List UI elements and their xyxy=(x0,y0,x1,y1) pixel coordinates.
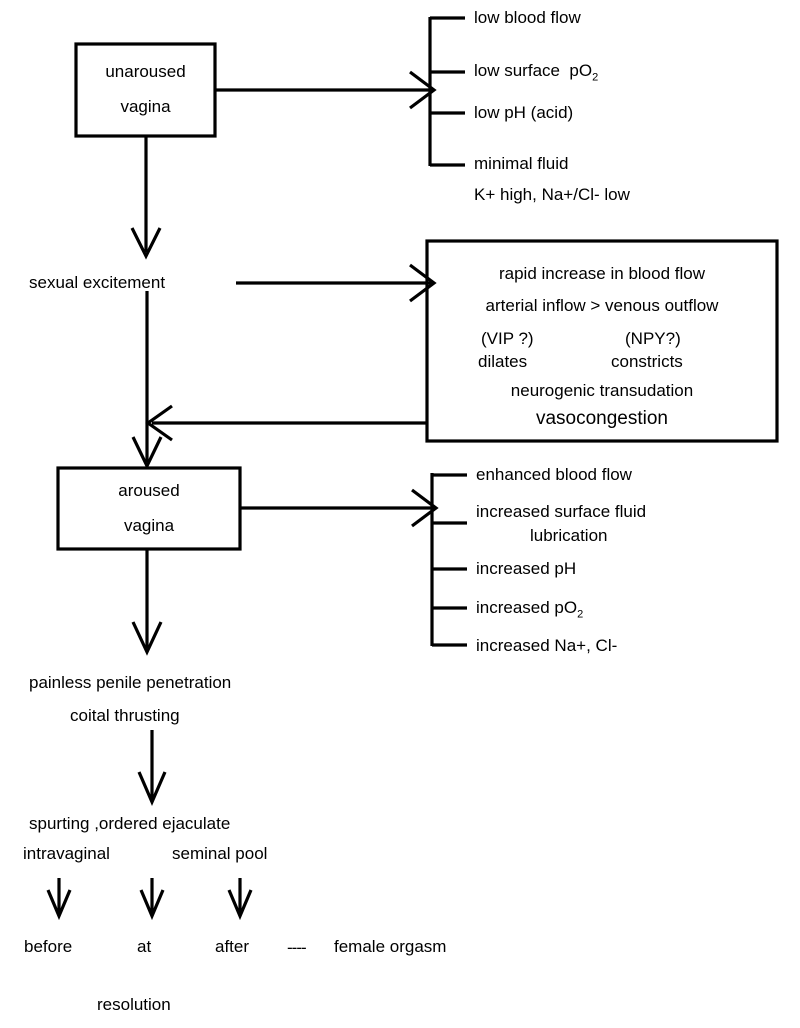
aroused-effect-increased-surface-fluid: increased surface fluid xyxy=(476,502,647,521)
timing-female-orgasm: female orgasm xyxy=(334,937,447,956)
mechanism-constricts-label: constricts xyxy=(611,352,683,371)
stage-painless-penile-penetration: painless penile penetration xyxy=(29,673,232,692)
aroused-effect-increased-po2: increased pO2 xyxy=(476,599,583,620)
aroused-vagina-label-line2: vagina xyxy=(123,516,175,535)
mechanism-line-neurogenic-transudation: neurogenic transudation xyxy=(510,381,694,400)
arrowhead-at xyxy=(139,889,165,921)
arrowhead-unaroused-to-effects xyxy=(409,70,437,110)
stage-coital-thrusting: coital thrusting xyxy=(70,706,180,725)
mechanism-line-arterial-inflow: arterial inflow > venous outflow xyxy=(485,296,719,315)
arrowhead-excitement-to-aroused xyxy=(131,436,163,470)
mechanism-dilates-label: dilates xyxy=(478,352,528,371)
arrowhead-unaroused-to-excitement xyxy=(130,227,162,260)
arrowhead-aroused-to-effects xyxy=(411,488,439,528)
po2-subscript-bottom: 2 xyxy=(577,608,584,621)
mechanism-line-vasocongestion: vasocongestion xyxy=(535,408,669,429)
aroused-effect-increased-na-cl: increased Na+, Cl- xyxy=(476,636,618,655)
unaroused-vagina-label-line1: unaroused xyxy=(105,62,186,81)
timing-at: at xyxy=(137,937,152,956)
arrowhead-thrusting-to-ejaculate xyxy=(137,771,167,807)
aroused-vagina-label-line1: aroused xyxy=(118,481,180,500)
unaroused-effect-low-surface-po2-text: low surface pO xyxy=(474,61,593,80)
unaroused-effect-footnote: K+ high, Na+/Cl- low xyxy=(474,185,630,204)
mechanism-npy-label: (NPY?) xyxy=(625,329,681,348)
orgasm-connector-dashes: ---- xyxy=(287,938,307,957)
timing-after: after xyxy=(215,937,250,956)
unaroused-effect-low-blood-flow: low blood flow xyxy=(474,8,581,27)
unaroused-vagina-box-outline xyxy=(74,42,217,138)
aroused-effect-increased-ph: increased pH xyxy=(476,559,577,578)
stage-spurting-ordered-ejaculate: spurting ,ordered ejaculate xyxy=(29,814,231,833)
unaroused-effect-minimal-fluid: minimal fluid xyxy=(474,154,569,173)
stage-intravaginal: intravaginal xyxy=(23,844,110,863)
arrowhead-aroused-to-penetration xyxy=(131,621,163,656)
arrowhead-mechanism-feedback xyxy=(145,404,173,442)
unaroused-effect-low-surface-po2: low surface pO2 xyxy=(474,62,598,83)
stage-sexual-excitement: sexual excitement xyxy=(29,273,166,292)
aroused-effect-enhanced-blood-flow: enhanced blood flow xyxy=(476,465,632,484)
stage-resolution: resolution xyxy=(97,995,171,1014)
mechanism-vip-label: (VIP ?) xyxy=(481,329,534,348)
unaroused-effect-low-ph: low pH (acid) xyxy=(474,103,574,122)
timing-before: before xyxy=(24,937,73,956)
po2-subscript-top: 2 xyxy=(592,71,599,84)
arrowhead-before xyxy=(46,889,72,921)
aroused-effect-lubrication: lubrication xyxy=(530,526,608,545)
mechanism-line-rapid-increase: rapid increase in blood flow xyxy=(498,264,705,283)
stage-seminal-pool: seminal pool xyxy=(172,844,268,863)
unaroused-vagina-label-line2: vagina xyxy=(120,97,171,116)
aroused-effect-increased-po2-text: increased pO xyxy=(476,598,578,617)
arrowhead-after xyxy=(227,889,253,921)
